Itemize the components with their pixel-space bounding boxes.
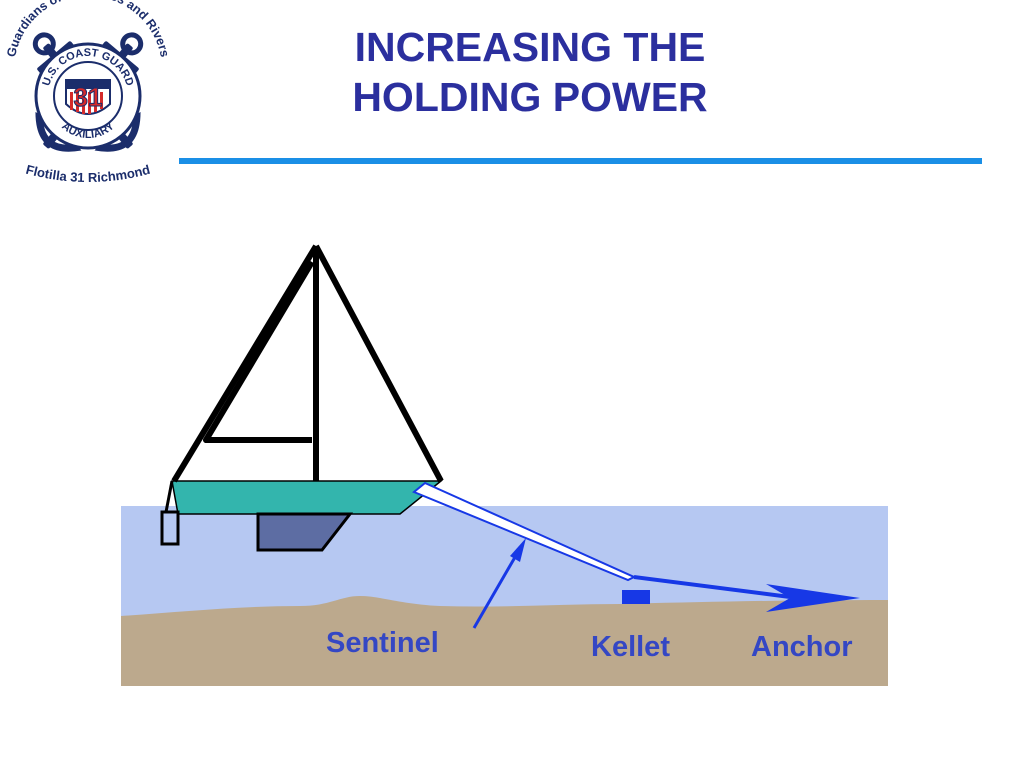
mainsail: [203, 260, 315, 443]
shield-icon: [65, 79, 111, 115]
slide-title-line-1: INCREASING THE: [354, 24, 706, 70]
logo-number: 31: [74, 82, 103, 112]
sentinel-pointer-arrow-icon: [472, 538, 526, 629]
anchor-label: Anchor: [751, 631, 853, 663]
logo-arc-bottom-text: Flotilla 31 Richmond: [24, 162, 151, 185]
coast-guard-auxiliary-logo: Guardians of our Lakes and Rivers U.S. C…: [4, 0, 172, 185]
slide-title: INCREASING THE HOLDING POWER: [300, 22, 760, 122]
sailboat-anchor-diagram: Sentinel Kellet Anchor: [121, 220, 888, 686]
kellet-weight: [622, 590, 650, 604]
anchor-arrow-icon: [766, 584, 860, 612]
boat-keel: [256, 512, 354, 552]
boat-rudder: [160, 510, 180, 546]
seabed: [121, 596, 888, 686]
slide-title-line-2: HOLDING POWER: [352, 74, 708, 120]
sails: [171, 244, 444, 483]
boat-hull: [172, 481, 441, 514]
forestay: [313, 244, 444, 483]
backstay: [171, 244, 319, 483]
title-divider: [179, 158, 982, 164]
sentinel-label: Sentinel: [326, 627, 439, 659]
kellet-label: Kellet: [591, 631, 670, 663]
anchor-rode: [412, 481, 860, 612]
